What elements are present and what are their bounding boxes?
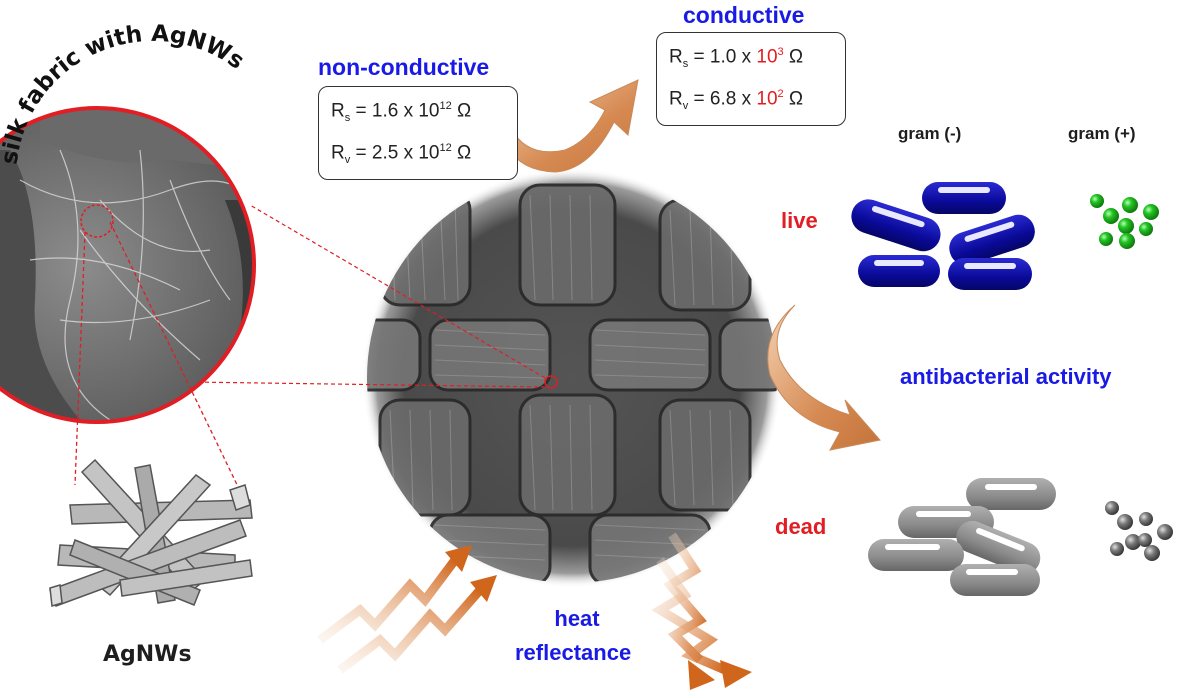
heat-arrows-incoming bbox=[317, 545, 497, 674]
zoom-lines bbox=[189, 204, 546, 388]
zoom-target-circle bbox=[544, 375, 558, 389]
live-gram-neg-bacteria bbox=[851, 182, 1035, 290]
sem-zoom-circle bbox=[0, 106, 256, 424]
heat-label: heat bbox=[554, 606, 600, 631]
agnws-label: AgNWs bbox=[103, 642, 192, 667]
dead-label: dead bbox=[775, 514, 827, 539]
conductive-rs: Rs = 1.0 x 103 Ω bbox=[669, 46, 804, 71]
live-gram-pos-cocci bbox=[1090, 194, 1159, 249]
dead-gram-neg-bacteria bbox=[868, 478, 1056, 596]
non-conductive-resistance-box: Rs = 1.6 x 1012 Ω Rv = 2.5 x 1012 Ω bbox=[318, 86, 518, 181]
agnw-bundle bbox=[49, 458, 253, 607]
nanowire-zoom-lines bbox=[74, 221, 243, 496]
non-conductive-label: non-conductive bbox=[318, 54, 490, 80]
heat-arrows-reflected bbox=[651, 532, 752, 690]
antibacterial-activity-label: antibacterial activity bbox=[900, 364, 1112, 389]
gram-positive-label: gram (+) bbox=[1068, 124, 1136, 143]
non-conductive-rv: Rv = 2.5 x 1012 Ω bbox=[331, 142, 472, 167]
conductive-rv: Rv = 6.8 x 102 Ω bbox=[669, 88, 804, 113]
dead-gram-pos-cocci bbox=[1105, 501, 1173, 561]
live-label: live bbox=[781, 208, 818, 233]
curved-arrow-down bbox=[767, 304, 881, 451]
conductive-resistance-box: Rs = 1.0 x 103 Ω Rv = 6.8 x 102 Ω bbox=[656, 32, 846, 127]
sem-circle-border bbox=[0, 106, 256, 424]
fabric-sem-image bbox=[362, 168, 782, 588]
non-conductive-rs: Rs = 1.6 x 1012 Ω bbox=[331, 100, 472, 125]
curved-arrow-up bbox=[499, 79, 639, 173]
gram-negative-label: gram (-) bbox=[898, 124, 962, 143]
conductive-label: conductive bbox=[683, 2, 805, 28]
reflectance-label: reflectance bbox=[515, 640, 632, 665]
sem-target-circle bbox=[80, 204, 114, 238]
